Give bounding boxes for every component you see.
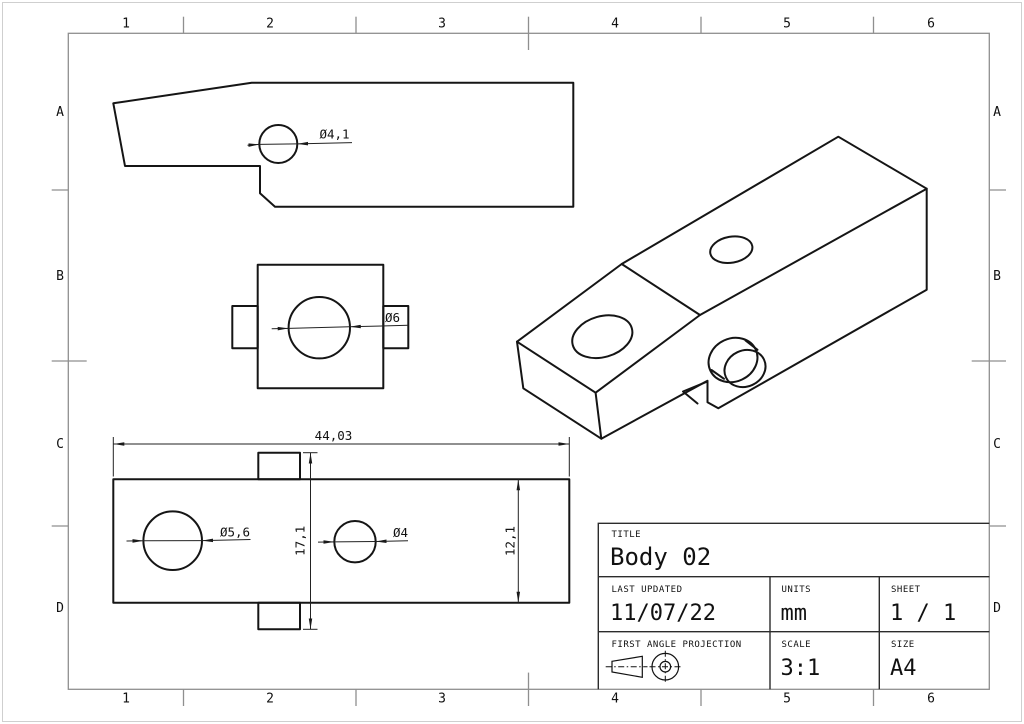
title-block: TITLE Body 02 LAST UPDATED 11/07/22 UNIT…	[597, 522, 990, 690]
first-angle-projection-icon	[605, 650, 682, 683]
top-view-body	[112, 478, 571, 604]
dim-tab-span: 17,1	[293, 452, 318, 630]
iso-notch-detail	[682, 380, 709, 405]
dim-left-hole: Ø5,6	[126, 525, 251, 543]
dim-text: 44,03	[315, 428, 353, 443]
iso-top-hole	[709, 235, 754, 265]
zone-col-label: 1	[122, 17, 130, 32]
projection-label: FIRST ANGLE PROJECTION	[612, 640, 742, 650]
dim-text: Ø4	[393, 525, 408, 540]
side-view: Ø4,1	[112, 81, 575, 208]
iso-end-face-edges	[516, 340, 603, 440]
title-label: TITLE	[612, 530, 642, 540]
zone-row-label: C	[993, 437, 1001, 452]
units-value: mm	[781, 601, 808, 626]
scale-label: SCALE	[782, 640, 812, 650]
iso-silhouette	[516, 135, 928, 440]
dim-right-hole: Ø4	[317, 525, 408, 544]
top-view: 44,03 Ø5,6 17,1 Ø4 12,1	[112, 428, 571, 631]
updated-value: 11/07/22	[610, 601, 716, 626]
zone-col-label: 3	[438, 17, 446, 32]
border-frame: 1 2 3 4 5 6 1 2 3 4 5 6 A B C D A B C D	[51, 16, 1006, 707]
dim-text: 17,1	[293, 526, 308, 556]
zone-col-label: 6	[927, 692, 935, 707]
dim-text: 12,1	[503, 526, 518, 556]
zone-ticks	[51, 16, 1006, 706]
front-view: Ø6	[231, 263, 410, 390]
front-view-left-boss	[231, 305, 259, 350]
dim-text: Ø6	[385, 310, 400, 325]
zone-col-label: 2	[266, 692, 274, 707]
zone-col-label: 4	[611, 692, 619, 707]
zone-row-label: A	[993, 105, 1001, 120]
dim-text: Ø5,6	[220, 525, 250, 540]
zone-labels: 1 2 3 4 5 6 1 2 3 4 5 6 A B C D A B C D	[56, 17, 1001, 707]
updated-label: LAST UPDATED	[612, 585, 683, 595]
size-value: A4	[890, 656, 917, 681]
zone-col-label: 6	[927, 17, 935, 32]
frame-rect	[67, 32, 990, 690]
units-label: UNITS	[782, 585, 812, 595]
dim-front-hole: Ø6	[271, 310, 409, 331]
front-view-right-boss	[382, 305, 410, 350]
top-view-lower-boss	[257, 601, 301, 631]
title-block-lines	[597, 522, 990, 690]
sheet-value: 1 / 1	[890, 601, 956, 626]
title-value: Body 02	[610, 543, 711, 571]
iso-slope-hole	[571, 314, 634, 360]
size-label: SIZE	[891, 640, 915, 650]
scale-value: 3:1	[781, 656, 821, 681]
zone-row-label: D	[56, 601, 64, 616]
zone-col-label: 2	[266, 17, 274, 32]
top-view-upper-boss	[257, 451, 301, 481]
zone-col-label: 5	[783, 17, 791, 32]
dim-text: Ø4,1	[319, 127, 349, 142]
zone-row-label: D	[993, 601, 1001, 616]
isometric-view	[516, 135, 928, 440]
dim-overall-width: 44,03	[112, 428, 570, 477]
zone-row-label: B	[56, 269, 64, 284]
zone-col-label: 5	[783, 692, 791, 707]
zone-row-label: B	[993, 269, 1001, 284]
zone-col-label: 4	[611, 17, 619, 32]
zone-col-label: 3	[438, 692, 446, 707]
zone-col-label: 1	[122, 692, 130, 707]
iso-top-crease	[620, 263, 701, 316]
zone-row-label: A	[56, 105, 64, 120]
iso-boss-cylinder	[707, 336, 767, 389]
dim-body-width: 12,1	[503, 479, 521, 603]
iso-near-top-edge	[594, 187, 928, 394]
dim-side-hole: Ø4,1	[247, 127, 353, 147]
sheet-label: SHEET	[891, 585, 921, 595]
side-view-outline	[112, 81, 575, 208]
zone-row-label: C	[56, 437, 64, 452]
